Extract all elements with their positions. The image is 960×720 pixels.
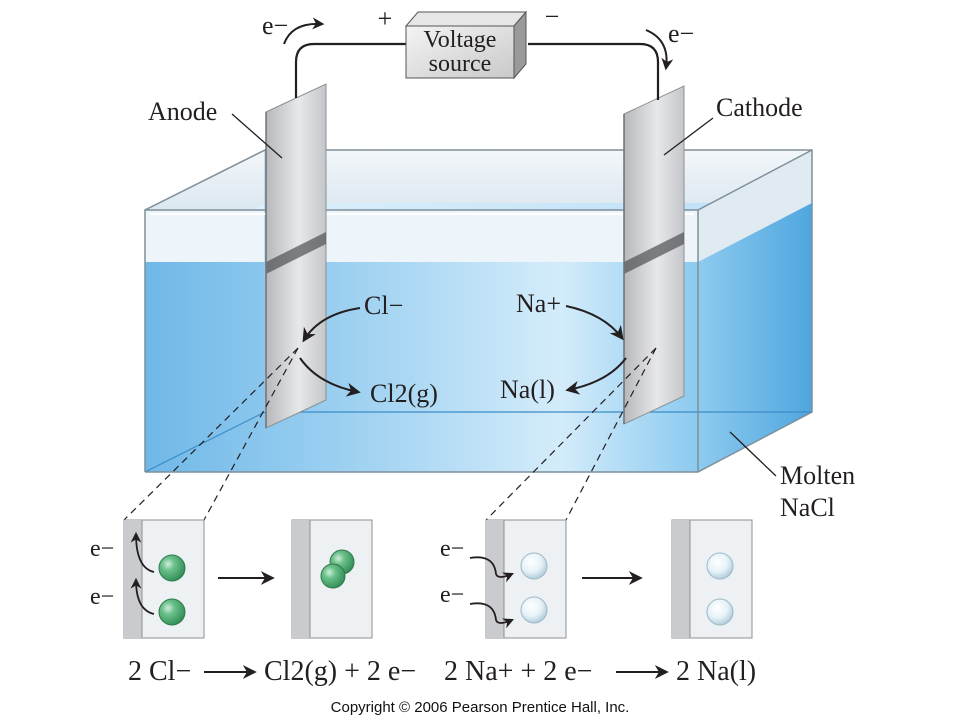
chlorine-gas-label: Cl2(g) (370, 379, 438, 408)
chloride-atom (158, 598, 186, 626)
sodium-liquid-arrow (565, 357, 627, 395)
electron-label-right: e− (668, 19, 694, 48)
tank-side-glass (698, 150, 812, 262)
tank-top-glass (145, 150, 812, 210)
copyright-notice: Copyright © 2006 Pearson Prentice Hall, … (331, 699, 630, 716)
anode-equation-product: Cl2(g) + 2 e− (264, 656, 416, 687)
zoom-lines (123, 347, 657, 521)
chloride-atom (158, 554, 186, 582)
chlorine-gas-arrow (299, 357, 361, 397)
cathode-electrode (623, 85, 685, 425)
cathode-electron-label-2: e− (440, 582, 464, 608)
electron-flow-arrow-left (283, 17, 325, 45)
chloride-arrow (302, 307, 361, 343)
chlorine-molecule-atom (320, 563, 346, 589)
voltage-source: Voltage source (404, 10, 528, 80)
sodium-ion-atom (520, 596, 548, 624)
anode-inset-before (123, 519, 205, 639)
cathode-label: Cathode (716, 93, 803, 122)
anode-electron-label-2: e− (90, 584, 114, 610)
liquid-front (145, 262, 698, 472)
voltage-source-line2: source (429, 51, 492, 77)
sodium-ion-label: Na+ (516, 289, 561, 318)
cathode-inset-before (469, 519, 567, 639)
anode-inset-after (291, 519, 373, 639)
cathode-equation-product: 2 Na(l) (676, 656, 756, 687)
plus-sign: + (378, 4, 393, 33)
sodium-liquid-label: Na(l) (500, 375, 555, 404)
anode-equation-reactant: 2 Cl− (128, 656, 191, 687)
cathode-leader-line (663, 117, 714, 156)
molten-leader-line (729, 431, 777, 477)
tank-front-glass (145, 210, 698, 262)
anode-electron-label-1: e− (90, 536, 114, 562)
cathode-inset-after (671, 519, 753, 639)
molten-label-line2: NaCl (780, 493, 835, 522)
anode-leader-line (231, 113, 283, 159)
liquid-side (698, 203, 812, 472)
sodium-atom (706, 552, 734, 580)
voltage-source-line1: Voltage (424, 27, 497, 53)
minus-sign: − (545, 2, 560, 31)
sodium-atom (706, 598, 734, 626)
sodium-ion-atom (520, 552, 548, 580)
molten-label-line1: Molten (780, 461, 855, 490)
electron-label-left: e− (262, 11, 288, 40)
electron-flow-arrow-right (645, 29, 674, 71)
sodium-ion-arrow (565, 305, 624, 341)
chloride-ion-label: Cl− (364, 291, 403, 320)
anode-label: Anode (148, 97, 217, 126)
cathode-electron-label-1: e− (440, 536, 464, 562)
cathode-equation-reactant: 2 Na+ + 2 e− (444, 656, 592, 687)
circuit-wire (294, 42, 660, 100)
tank (144, 149, 813, 473)
